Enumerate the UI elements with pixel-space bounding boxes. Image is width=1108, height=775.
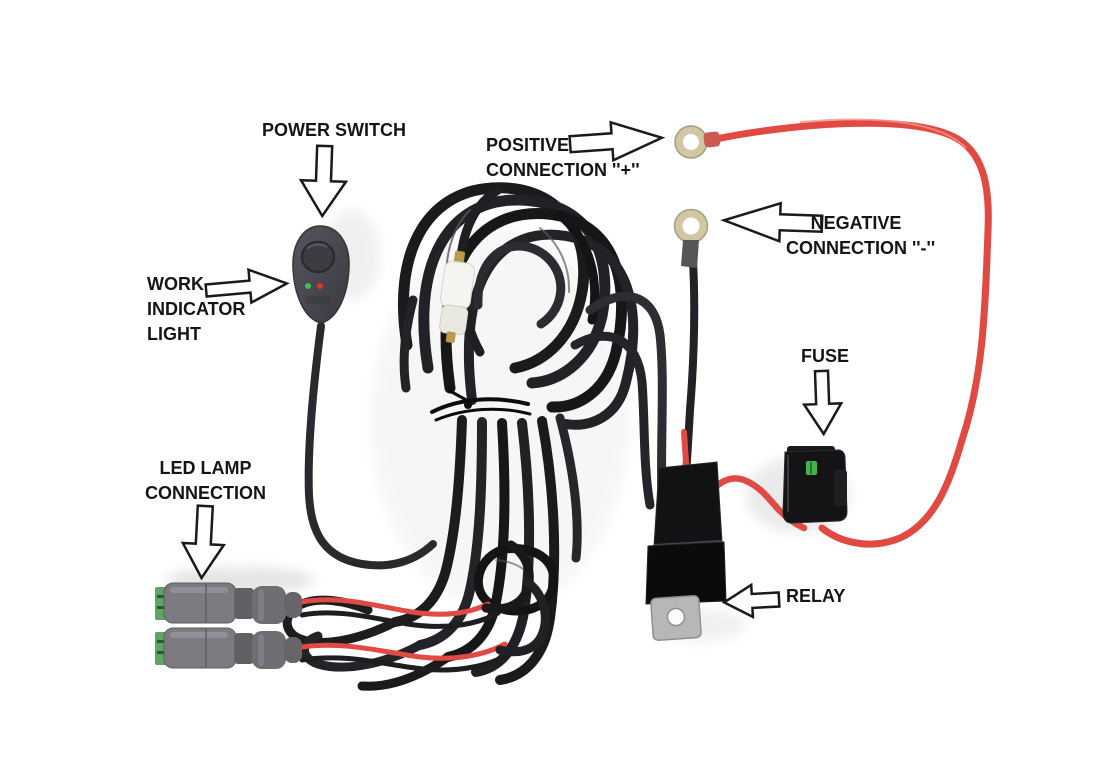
led-lamp-connector-2 [155,627,302,669]
cable-strand [570,331,655,510]
fuse-holder-body [782,449,848,524]
relay-assembly [645,461,727,642]
indicator-led-red [317,283,323,289]
connector-nub [284,637,302,663]
cable-strand [473,241,566,329]
label-line: INDICATOR [147,299,246,319]
label-negative-connection: NEGATIVE CONNECTION ''-'' [786,211,936,261]
negative-ring-terminal [673,208,709,268]
cable-strand [399,295,418,393]
label-line: LED LAMP [159,458,252,478]
work-indicator-leds [305,283,323,289]
seal-stripe [157,595,165,598]
cable-strand [555,413,582,563]
terminal-crimp [703,131,721,148]
connector-boot-ridge [258,589,264,621]
label-line: CONNECTION ''+'' [486,160,640,180]
cable-strand [473,544,559,616]
seal-stripe [157,640,165,643]
seal-stripe [157,651,165,654]
positive-wire-highlight [799,118,967,149]
connector-wedge [234,588,254,619]
led-lamp-connector-1 [155,582,302,624]
cable-tie-knot [464,401,472,409]
connector-boot [252,631,286,669]
cable-strand [443,418,510,662]
fuse-arrow [801,369,844,437]
power-switch-arrow [298,144,349,219]
led-lamp-arrow [180,504,227,581]
label-relay: RELAY [786,584,845,609]
cable-strand [585,291,667,505]
lamp-wire-black [299,610,501,629]
cable-tie-tail [448,389,472,404]
connector-housing-highlight [170,632,228,638]
cable-highlight [539,227,571,293]
label-fuse: FUSE [801,344,849,369]
inline-connector [439,250,476,343]
terminal-crimp [681,240,699,268]
lamp-wire-jacket [495,577,550,657]
indicator-led-green [305,283,311,289]
work-indicator-arrow [204,267,290,305]
label-line: POWER SWITCH [262,120,406,140]
connector-boot-ridge [258,634,264,666]
cable-tie-strap [434,407,532,422]
connector-collar [439,304,469,336]
photo-shadows [165,210,850,641]
switch-pod-body [292,225,350,324]
positive-connection-arrow [568,120,666,163]
switch-button [300,240,336,274]
cable-strand [495,416,560,685]
cable-strand [415,417,487,650]
mounting-tab-hole [666,607,686,627]
lamp-lead-wires [299,540,550,673]
connector-body [440,260,476,310]
relay-body [645,541,727,605]
label-work-indicator-light: WORK INDICATOR LIGHT [147,272,245,347]
connector-wedge [234,633,254,664]
label-positive-connection: POSITIVE CONNECTION ''+'' [486,133,640,183]
switch-button-highlight [306,243,328,250]
label-line: WORK [147,274,204,294]
relay-seam [653,540,723,546]
negative-connection-arrow [720,201,824,244]
annotation-arrows [180,120,844,620]
connector-pin [445,331,456,343]
label-line: NEGATIVE [810,213,902,233]
relay-mounting-tab [650,594,702,642]
relay-socket [653,461,723,547]
connector-pin [453,250,465,265]
relay-feed-cables [570,291,667,510]
lamp-wire-red [299,641,508,661]
cable-strand [357,652,453,691]
positive-ring-terminal [674,125,721,159]
seal-stripe [157,606,165,609]
label-power-switch: POWER SWITCH [262,118,406,143]
cable-tie [430,389,532,422]
label-line: RELAY [786,586,846,606]
ring-terminal-hole [683,134,699,150]
cable-tie-strap [430,397,530,414]
positive-battery-wire [712,119,992,548]
fuse-holder [782,446,848,524]
lamp-wire-red [299,597,491,617]
switch-cable [304,322,437,570]
fuse-holder-latch [834,470,847,506]
label-line: FUSE [801,346,850,366]
ring-terminal-hole [682,217,700,235]
label-line: LIGHT [147,324,201,344]
label-led-lamp-connection: LED LAMP CONNECTION [128,456,283,506]
label-line: CONNECTION [145,483,266,503]
label-line: POSITIVE [486,135,570,155]
connector-housing-highlight [170,587,228,593]
connector-nub [284,592,302,618]
lamp-wire-black [299,649,515,673]
power-switch-pod [292,225,350,324]
switch-label-area [305,296,331,304]
relay-arrow [721,582,781,620]
label-line: CONNECTION ''-'' [786,238,936,258]
connector-boot [252,586,286,624]
